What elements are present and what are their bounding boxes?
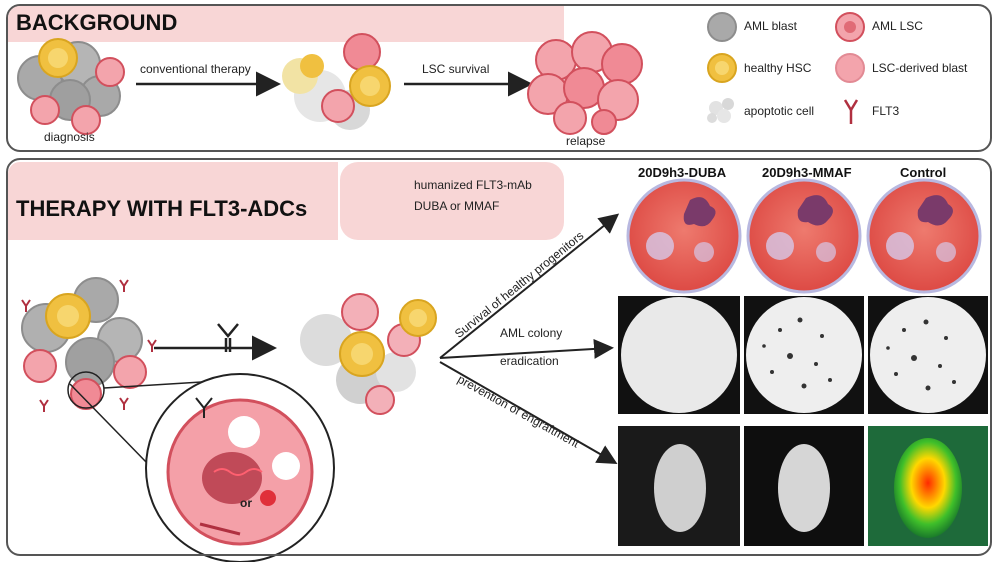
post-therapy-cell-cluster xyxy=(282,33,391,130)
mouse-image-control xyxy=(894,438,962,538)
grey-cell-icon xyxy=(707,12,737,42)
pink-red-cell-icon xyxy=(835,12,865,42)
plate-duba xyxy=(626,178,742,294)
plate-control xyxy=(866,178,982,294)
inset-or-label: or xyxy=(240,496,252,510)
apoptotic-cell-icon xyxy=(707,98,734,123)
column-header-mmaf: 20D9h3-MMAF xyxy=(762,165,852,180)
adc-label-mab: humanized FLT3-mAb xyxy=(414,178,532,192)
arrow-survival-progenitors xyxy=(439,213,620,359)
conventional-therapy-label: conventional therapy xyxy=(140,62,251,76)
adc-treatment-icon xyxy=(217,323,239,352)
flt3-receptor-icon xyxy=(843,99,859,124)
background-title: BACKGROUND xyxy=(16,10,178,35)
adc-title-box xyxy=(340,162,564,240)
legend-label-lsc-derived-blast: LSC-derived blast xyxy=(872,61,968,75)
branch-label-eradication: eradication xyxy=(500,354,559,368)
plate-mmaf xyxy=(746,178,862,294)
legend-label-aml-blast: AML blast xyxy=(744,19,797,33)
colony-well-control xyxy=(870,297,986,413)
legend-label-apoptotic-cell: apoptotic cell xyxy=(744,104,815,118)
post-adc-cell-cluster xyxy=(300,293,437,415)
pink-cell-icon xyxy=(835,53,865,83)
colony-well-mmaf xyxy=(746,297,862,413)
legend-label-aml-lsc: AML LSC xyxy=(872,19,923,33)
arrow-colony-eradication xyxy=(439,338,614,359)
relapse-cell-cluster xyxy=(527,31,643,135)
therapy-title: THERAPY WITH FLT3-ADCs xyxy=(16,196,308,221)
flt3-receptors-cluster xyxy=(21,279,157,412)
colony-dots-mmaf xyxy=(762,317,832,389)
therapy-title-band xyxy=(8,162,338,240)
lsc-survival-label: LSC survival xyxy=(422,62,490,76)
colony-dots-control xyxy=(886,319,956,391)
background-title-band xyxy=(8,6,564,42)
zoom-circle-small xyxy=(67,371,105,409)
yellow-cell-icon xyxy=(707,53,737,83)
diagnosis-cell-cluster xyxy=(17,38,125,135)
diagnosis-label: diagnosis xyxy=(44,130,95,144)
cell-inset-magnified xyxy=(145,373,335,562)
arrow-prevention-engraftment xyxy=(439,361,618,464)
column-header-control: Control xyxy=(900,165,947,180)
inset-antibody-icon xyxy=(195,397,213,418)
aml-tumor-cluster xyxy=(21,277,147,410)
branch-label-colony: AML colony xyxy=(500,326,563,340)
adc-label-payload: DUBA or MMAF xyxy=(414,199,500,213)
therapy-panel xyxy=(6,158,992,556)
legend-label-flt3: FLT3 xyxy=(872,104,900,118)
mouse-image-mmaf xyxy=(778,444,830,532)
relapse-label: relapse xyxy=(566,134,606,148)
legend-label-healthy-hsc: healthy HSC xyxy=(744,61,812,75)
mouse-image-duba xyxy=(654,444,706,532)
colony-well-duba xyxy=(621,297,737,413)
column-header-duba: 20D9h3-DUBA xyxy=(638,165,727,180)
